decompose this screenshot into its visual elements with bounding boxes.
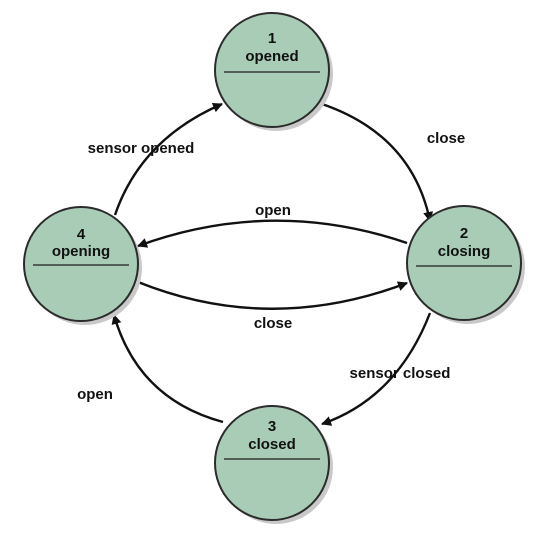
label-opening-to-closing: close bbox=[254, 315, 292, 332]
label-opened-to-closing: close bbox=[427, 130, 465, 147]
state-number: 4 bbox=[77, 226, 86, 243]
transition-labels: close open close sensor closed open sens… bbox=[77, 130, 465, 403]
state-node-opened: 1 opened bbox=[214, 12, 333, 131]
state-number: 3 bbox=[268, 418, 276, 435]
state-name: opening bbox=[52, 243, 110, 260]
edge-closing-to-opening bbox=[137, 219, 408, 248]
state-node-opening: 4 opening bbox=[23, 206, 142, 325]
label-closing-to-opening: open bbox=[255, 202, 291, 219]
state-node-closed: 3 closed bbox=[214, 405, 333, 524]
state-circle bbox=[214, 12, 330, 128]
state-circle bbox=[23, 206, 139, 322]
edge-opening-to-closing bbox=[137, 280, 408, 310]
edge-closing-to-closed bbox=[321, 312, 432, 426]
state-number: 2 bbox=[460, 225, 468, 242]
edge-closed-to-opening bbox=[111, 314, 224, 424]
edge-opening-to-opened bbox=[113, 102, 223, 216]
label-closing-to-closed: sensor closed bbox=[350, 365, 451, 382]
edge-opened-to-closing bbox=[321, 102, 434, 222]
state-node-closing: 2 closing bbox=[406, 205, 525, 324]
state-name: closed bbox=[248, 436, 296, 453]
state-circle bbox=[214, 405, 330, 521]
label-opening-to-opened: sensor opened bbox=[88, 140, 195, 157]
transition-edges bbox=[111, 102, 434, 426]
state-name: opened bbox=[245, 48, 298, 65]
state-number: 1 bbox=[268, 30, 276, 47]
label-closed-to-opening: open bbox=[77, 386, 113, 403]
state-name: closing bbox=[438, 243, 491, 260]
state-circle bbox=[406, 205, 522, 321]
